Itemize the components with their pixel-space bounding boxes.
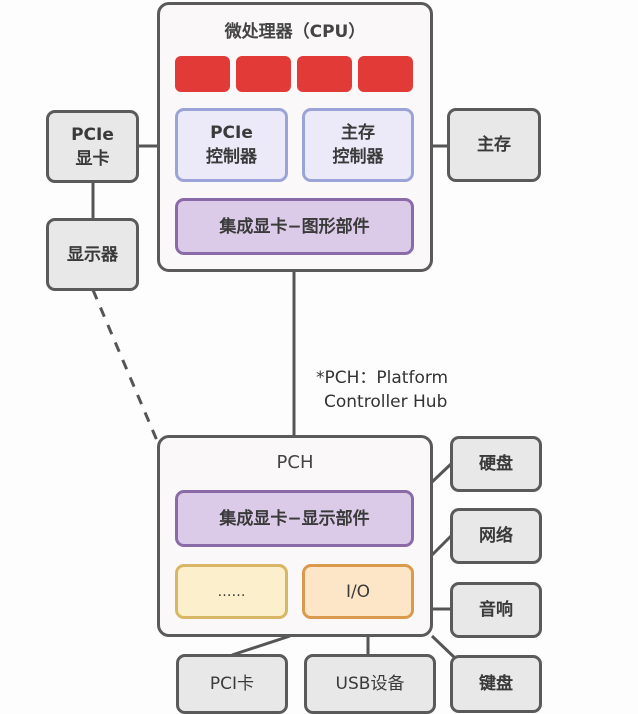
io-box: I/O	[302, 564, 414, 619]
cpu-core-3	[297, 56, 352, 92]
speaker-box: 音响	[450, 582, 542, 638]
integrated-gpu-display: 集成显卡−显示部件	[175, 490, 414, 547]
main-memory-box: 主存	[447, 108, 541, 182]
cpu-title: 微处理器（CPU）	[224, 22, 366, 42]
network-box: 网络	[450, 508, 542, 564]
memory-controller: 主存 控制器	[302, 108, 414, 182]
keyboard-box: 键盘	[450, 655, 542, 713]
cpu-core-4	[358, 56, 413, 92]
pch-to-keyboard-line	[430, 634, 457, 660]
usb-device-box: USB设备	[304, 654, 436, 714]
pch-footnote-line1: *PCH：Platform	[316, 368, 449, 388]
cpu-core-2	[236, 56, 291, 92]
pch-footnote: *PCH：Platform Controller Hub	[316, 366, 448, 414]
pch-to-network-line	[430, 534, 453, 557]
pci-card-box: PCI卡	[176, 654, 288, 714]
hdd-box: 硬盘	[450, 436, 542, 492]
pcie-controller: PCIe 控制器	[175, 108, 288, 182]
integrated-gpu-graphics: 集成显卡−图形部件	[175, 198, 414, 255]
pch-title: PCH	[276, 452, 314, 473]
pcie-gpu-box: PCIe 显卡	[46, 110, 139, 183]
pch-footnote-line2: Controller Hub	[324, 392, 448, 412]
cpu-core-1	[175, 56, 230, 92]
display-box: 显示器	[46, 218, 139, 291]
pch-to-hdd-line	[430, 462, 453, 484]
pch-other-box: ……	[175, 564, 288, 619]
pch-to-pci-line	[231, 634, 291, 657]
